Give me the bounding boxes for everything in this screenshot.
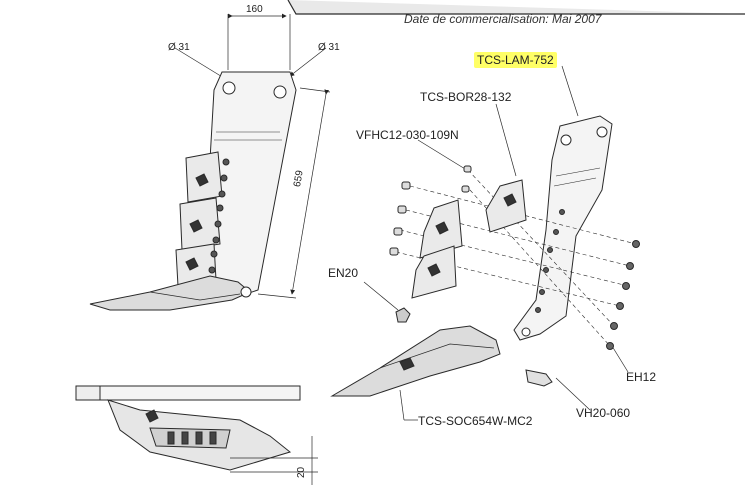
part-label-blade[interactable]: TCS-LAM-752 — [474, 52, 557, 68]
side-view — [75, 385, 318, 485]
assembled-view — [89, 13, 331, 311]
title-block-border — [287, 0, 745, 15]
dimension-hole-right: Ø 31 — [318, 42, 340, 53]
part-label-bolt[interactable]: VFHC12-030-109N — [356, 128, 459, 142]
dimension-thickness: 20 — [296, 466, 307, 478]
dimension-hole-left: Ø 31 — [168, 42, 190, 53]
dimension-width-top: 160 — [246, 4, 263, 15]
exploded-view — [330, 65, 640, 421]
date-text: Date de commercialisation: Mai 2007 — [404, 12, 602, 26]
part-label-wear-plate[interactable]: TCS-BOR28-132 — [420, 90, 512, 104]
part-label-pin[interactable]: VH20-060 — [576, 406, 631, 420]
part-label-nut-en[interactable]: EN20 — [328, 266, 359, 280]
part-label-nut-eh[interactable]: EH12 — [626, 370, 657, 384]
part-label-share[interactable]: TCS-SOC654W-MC2 — [418, 414, 533, 428]
